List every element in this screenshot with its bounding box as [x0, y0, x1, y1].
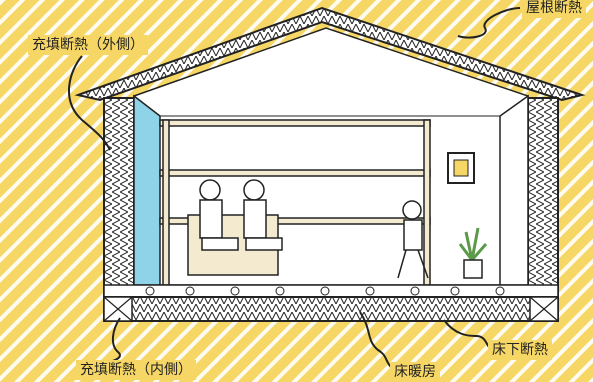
- roof-insulation: [74, 6, 586, 102]
- inner-wall-insulation-label: 充填断熱（内側）: [76, 360, 196, 380]
- roof-insulation-label: 屋根断熱: [522, 0, 586, 18]
- left-wall-insulation: [103, 97, 135, 321]
- wall-frame-icon: [447, 152, 475, 184]
- underfloor-insulation: [103, 296, 559, 322]
- family-figures-icon: [187, 179, 429, 279]
- wooden-shelf: [159, 119, 431, 286]
- underfloor-insulation-label: 床下断熱: [488, 340, 552, 360]
- potted-plant-icon: [458, 227, 488, 279]
- floor-heating-layer: [103, 284, 559, 298]
- leader-lines: [67, 7, 521, 369]
- floor-heating-label: 床暖房: [390, 362, 440, 382]
- outer-wall-insulation-label: 充填断熱（外側）: [28, 35, 148, 55]
